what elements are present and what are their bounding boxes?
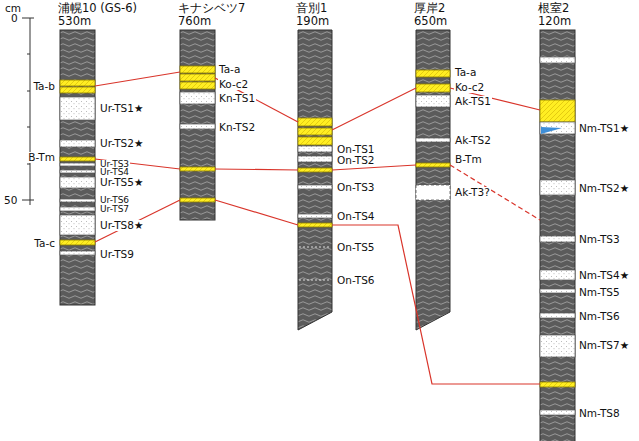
layer-label: Ur-TS8★ xyxy=(99,220,144,231)
layer-label: Ur-TS4 xyxy=(99,168,130,177)
layer-label: B-Tm xyxy=(27,152,56,163)
layer-label: On-TS6 xyxy=(336,275,376,286)
layer-label: Nm-TS1★ xyxy=(578,123,630,134)
layer-label: Ur-TS5★ xyxy=(99,177,144,188)
layer-label: Kn-TS2 xyxy=(218,122,256,133)
column-name: 浦幌10 (GS-6) xyxy=(58,2,137,15)
core-column: 浦幌10 (GS-6)530m xyxy=(58,2,137,28)
layer-label: Nm-TS7★ xyxy=(578,340,630,351)
elevation: 120m xyxy=(538,15,571,28)
core-column: 厚岸2650m xyxy=(414,2,447,28)
layer-label: Nm-TS4★ xyxy=(578,270,630,281)
layer-label: Nm-TS5 xyxy=(578,287,621,298)
column-name: 厚岸2 xyxy=(414,2,447,15)
elevation: 530m xyxy=(58,15,137,28)
layer-label: Ko-c2 xyxy=(218,79,249,90)
core-column: キナシベツ7760m xyxy=(178,2,245,28)
layer-label: Ta-a xyxy=(218,64,241,75)
layer-label: Nm-TS8 xyxy=(578,408,621,419)
layer-label: Ak-T3? xyxy=(454,187,491,198)
elevation: 650m xyxy=(414,15,447,28)
core-column: 根室2120m xyxy=(538,2,571,28)
layer-label: On-TS2 xyxy=(336,155,376,166)
column-name: 根室2 xyxy=(538,2,571,15)
scale-label: 50 xyxy=(3,195,18,206)
layer-label: Ur-TS1★ xyxy=(99,103,144,114)
layer-label: On-TS5 xyxy=(336,242,376,253)
scale-label: 0 xyxy=(10,13,19,24)
elevation: 760m xyxy=(178,15,245,28)
layer-label: Kn-TS1 xyxy=(218,93,256,104)
layer-label: Ur-TS9 xyxy=(99,249,135,260)
layer-label: Ta-c xyxy=(33,238,56,249)
layer-label: Nm-TS6 xyxy=(578,311,621,322)
layer-label: Ta-a xyxy=(454,67,477,78)
layer-label: On-TS1 xyxy=(336,144,376,155)
layer-label: Nm-TS2★ xyxy=(578,183,630,194)
core-column: 音別1190m xyxy=(296,2,329,28)
layer-label: Ko-c2 xyxy=(454,82,485,93)
column-name: 音別1 xyxy=(296,2,329,15)
layer-label: On-TS3 xyxy=(336,182,376,193)
layer-label: Ak-TS2 xyxy=(454,135,492,146)
elevation: 190m xyxy=(296,15,329,28)
layer-label: Nm-TS3 xyxy=(578,234,621,245)
layer-label: Ta-b xyxy=(32,81,56,92)
layer-label: Ak-TS1 xyxy=(454,96,492,107)
layer-label: Ur-TS2★ xyxy=(99,138,144,149)
column-name: キナシベツ7 xyxy=(178,2,245,15)
layer-label: Ur-TS7 xyxy=(99,205,130,214)
layer-label: On-TS4 xyxy=(336,211,376,222)
layer-label: B-Tm xyxy=(454,154,483,165)
layer-label: Ur-TS6 xyxy=(99,196,130,205)
